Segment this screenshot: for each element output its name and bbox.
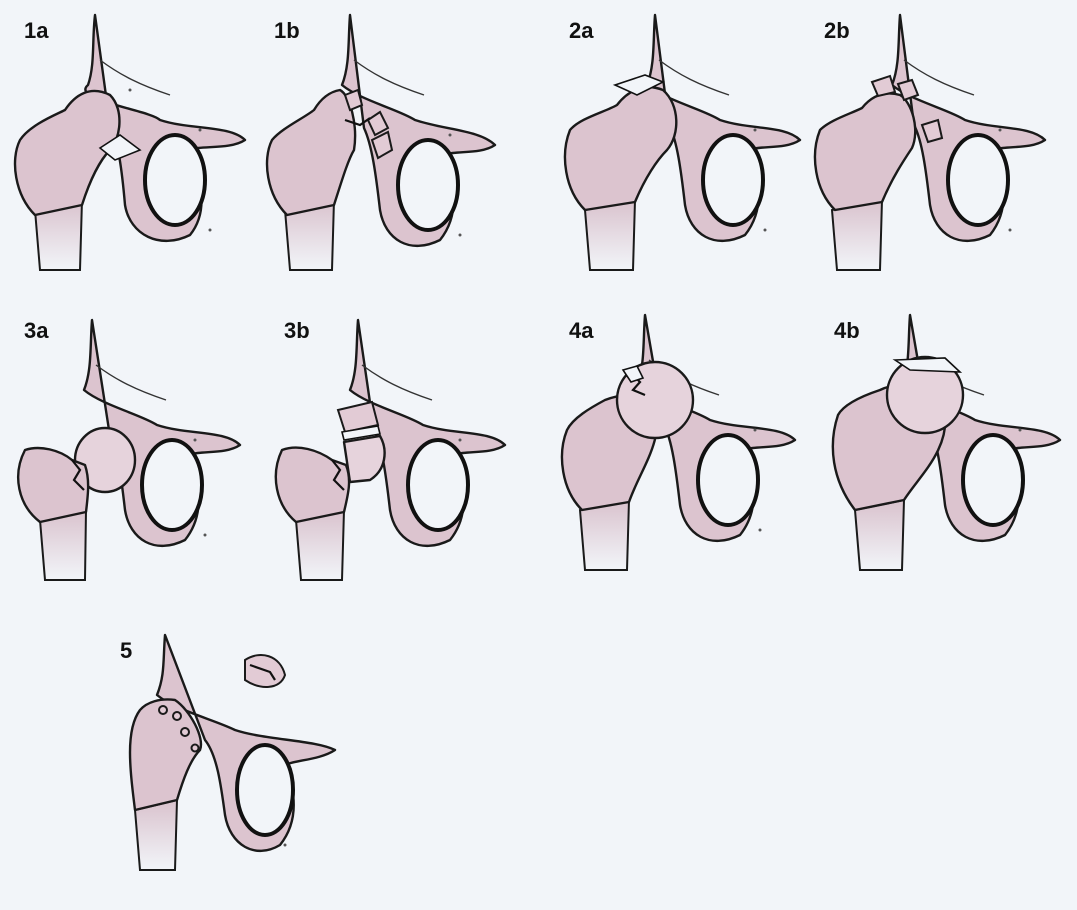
panel-1b: 1b [250, 0, 512, 290]
hip-illustration-5 [95, 620, 357, 910]
panel-4a: 4a [545, 300, 807, 590]
panel-label: 5 [120, 638, 132, 664]
hip-fracture-diagram: 1a 1b 2a [0, 0, 1077, 878]
panel-label: 1a [24, 18, 48, 44]
panel-2b: 2b [800, 0, 1062, 290]
panel-label: 1b [274, 18, 300, 44]
panel-3a: 3a [0, 300, 262, 590]
panel-label: 2a [569, 18, 593, 44]
panel-5: 5 [95, 620, 357, 910]
panel-label: 3b [284, 318, 310, 344]
panel-1a: 1a [0, 0, 262, 290]
panel-3b: 3b [260, 300, 522, 590]
panel-label: 4b [834, 318, 860, 344]
panel-2a: 2a [545, 0, 807, 290]
panel-4b: 4b [810, 300, 1072, 590]
panel-label: 2b [824, 18, 850, 44]
panel-label: 4a [569, 318, 593, 344]
panel-label: 3a [24, 318, 48, 344]
